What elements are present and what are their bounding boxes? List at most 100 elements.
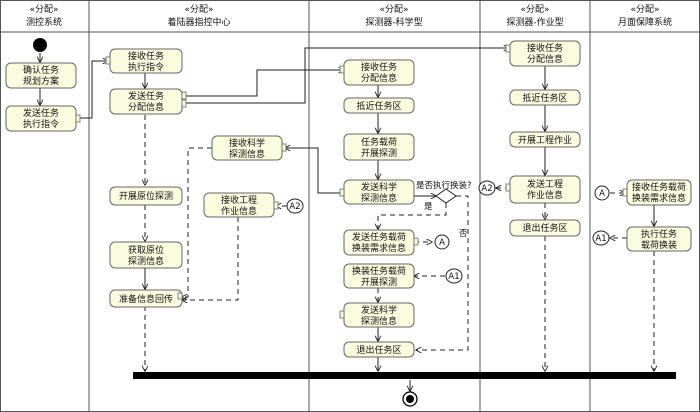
action-get-insitu-info: 获取原位 探测信息: [109, 241, 183, 269]
svg-text:发送科学: 发送科学: [361, 181, 397, 193]
action-op-approach: 抵近任务区: [509, 89, 581, 106]
action-confirm-plan: 确认任务 规划方案: [5, 62, 77, 89]
action-sci-swap-detect: 换装任务载荷 开展探测: [343, 263, 415, 289]
action-sci-send-info: 发送科学 探测信息: [339, 179, 415, 205]
action-sci-exit: 退出任务区: [343, 341, 415, 358]
svg-text:月面保障系统: 月面保障系统: [618, 16, 672, 28]
svg-text:发送工程: 发送工程: [527, 178, 563, 190]
svg-text:开展工程作业: 开展工程作业: [518, 134, 572, 146]
svg-text:开展原位探测: 开展原位探测: [119, 190, 173, 202]
svg-text:发送任务: 发送任务: [128, 90, 164, 102]
svg-text:退出任务区: 退出任务区: [522, 222, 567, 234]
lane-header-operation-probe: «分配» 探测器-作业型: [506, 4, 563, 28]
svg-text:获取原位: 获取原位: [128, 244, 164, 256]
svg-text:接收任务: 接收任务: [128, 50, 164, 62]
svg-text:作业信息: 作业信息: [527, 189, 563, 201]
action-recv-sci-info: 接收科学 探测信息: [211, 135, 287, 161]
svg-text:准备信息回传: 准备信息回传: [119, 293, 173, 305]
svg-text:接收任务载荷: 接收任务载荷: [632, 181, 686, 193]
action-send-alloc-info: 发送任务 分配信息: [109, 88, 187, 115]
svg-text:确认任务: 确认任务: [23, 64, 59, 76]
join-bar: [133, 372, 676, 379]
connector-a1-science: A1: [445, 268, 463, 284]
svg-text:A2: A2: [481, 184, 492, 194]
lane-header-lander-control: «分配» 着陆器指控中心: [167, 4, 230, 28]
svg-text:作业信息: 作业信息: [221, 205, 257, 217]
action-recv-eng-info: 接收工程 作业信息: [203, 192, 279, 218]
svg-text:A1: A1: [448, 272, 459, 282]
svg-text:探测信息: 探测信息: [229, 148, 265, 160]
final-node: [402, 391, 418, 407]
action-sup-exec-swap: 执行任务 载荷换装: [626, 226, 692, 252]
svg-text:«分配»: «分配»: [29, 4, 58, 15]
svg-text:抵近任务区: 抵近任务区: [522, 92, 567, 104]
svg-text:测控系统: 测控系统: [26, 16, 62, 28]
action-sci-send-swap-req: 发送任务载荷 换装需求信息: [343, 229, 419, 256]
svg-text:«分配»: «分配»: [184, 4, 213, 15]
svg-text:«分配»: «分配»: [630, 4, 659, 15]
svg-text:探测信息: 探测信息: [361, 192, 397, 204]
svg-text:接收科学: 接收科学: [229, 137, 265, 149]
action-sci-approach: 抵近任务区: [343, 97, 415, 114]
svg-text:分配信息: 分配信息: [361, 72, 397, 84]
svg-text:探测器-作业型: 探测器-作业型: [506, 16, 563, 28]
svg-text:A2: A2: [289, 202, 300, 212]
svg-text:分配信息: 分配信息: [128, 101, 164, 113]
action-op-exit: 退出任务区: [509, 219, 581, 237]
flow-edges: [40, 48, 654, 391]
action-prep-return: 准备信息回传: [109, 289, 183, 308]
svg-text:换装需求信息: 换装需求信息: [352, 242, 406, 254]
svg-text:退出任务区: 退出任务区: [356, 344, 401, 356]
svg-text:执行指令: 执行指令: [128, 61, 164, 73]
svg-text:分配信息: 分配信息: [527, 53, 563, 65]
lane-header-lunar-support: «分配» 月面保障系统: [618, 4, 672, 28]
svg-text:«分配»: «分配»: [379, 4, 408, 15]
svg-text:接收任务: 接收任务: [361, 61, 397, 73]
svg-text:着陆器指控中心: 着陆器指控中心: [167, 16, 230, 28]
action-send-exec-cmd: 发送任务 执行指令: [5, 105, 81, 132]
svg-text:开展探测: 开展探测: [361, 276, 397, 288]
connector-a-science: A: [434, 234, 450, 250]
svg-text:是: 是: [424, 202, 433, 212]
svg-text:发送任务载荷: 发送任务载荷: [352, 231, 406, 243]
svg-text:抵近任务区: 抵近任务区: [356, 100, 401, 112]
svg-text:执行指令: 执行指令: [23, 118, 59, 130]
action-insitu-detect: 开展原位探测: [109, 186, 183, 206]
svg-text:任务载荷: 任务载荷: [361, 136, 397, 148]
svg-text:发送任务: 发送任务: [23, 107, 59, 119]
svg-text:«分配»: «分配»: [520, 4, 549, 15]
svg-text:载荷换装: 载荷换装: [641, 239, 677, 251]
action-sci-recv-alloc: 接收任务 分配信息: [339, 59, 415, 86]
initial-node: [33, 38, 47, 52]
svg-text:执行任务: 执行任务: [641, 228, 677, 240]
action-recv-exec-cmd: 接收任务 执行指令: [105, 48, 183, 74]
action-op-engineering: 开展工程作业: [509, 131, 581, 148]
svg-text:A: A: [599, 189, 605, 199]
lane-header-tracking: «分配» 测控系统: [26, 4, 62, 28]
action-sci-send-info-2: 发送科学 探测信息: [339, 302, 415, 328]
connector-a2-lander: A2: [286, 198, 304, 214]
svg-text:换装需求信息: 换装需求信息: [632, 192, 686, 204]
svg-text:开展探测: 开展探测: [361, 147, 397, 159]
svg-text:规划方案: 规划方案: [23, 75, 59, 87]
svg-text:发送科学: 发送科学: [361, 304, 397, 316]
action-op-send-eng: 发送工程 作业信息: [505, 175, 581, 204]
connector-a2-operation: A2: [478, 180, 496, 196]
svg-text:A1: A1: [595, 234, 606, 244]
svg-text:接收工程: 接收工程: [221, 194, 257, 206]
connector-a-support: A: [594, 185, 610, 201]
svg-text:是否执行换装?: 是否执行换装?: [416, 180, 472, 191]
connector-a1-support: A1: [592, 230, 610, 246]
lane-header-science-probe: «分配» 探测器-科学型: [365, 4, 422, 28]
svg-text:接收任务: 接收任务: [527, 42, 563, 54]
svg-text:否: 否: [459, 229, 468, 239]
action-sci-payload-detect: 任务载荷 开展探测: [343, 133, 415, 161]
svg-text:探测器-科学型: 探测器-科学型: [365, 16, 422, 28]
decision-swap: 是否执行换装? 是 否: [416, 180, 472, 239]
svg-text:探测信息: 探测信息: [128, 255, 164, 267]
action-op-recv-alloc: 接收任务 分配信息: [505, 40, 581, 67]
svg-text:A: A: [439, 238, 445, 248]
action-sup-recv-swap: 接收任务载荷 换装需求信息: [622, 179, 692, 206]
svg-text:探测信息: 探测信息: [361, 315, 397, 327]
